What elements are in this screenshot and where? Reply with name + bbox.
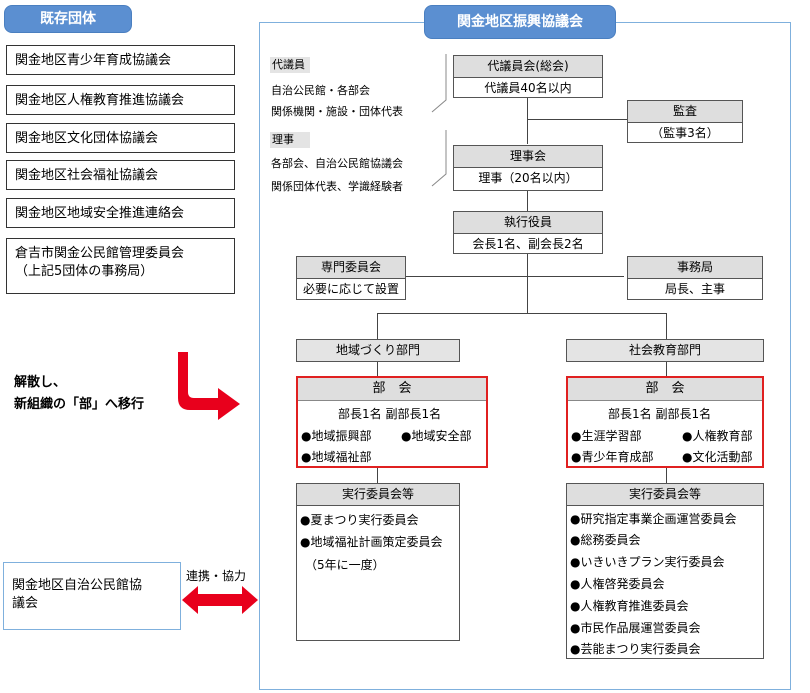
org-kominkan-committee-line2: （上記5団体の事務局） [15,264,154,279]
dissolve-text: 解散し、 新組織の「部」へ移行 [14,372,144,416]
delegates-label: 代議員 [270,57,310,73]
community-bukai-item: ●地域振興部 [301,429,372,443]
org-welfare-council: 関金地区社会福祉協議会 [6,160,235,190]
kominkan-council-line2: 議会 [12,596,39,611]
audit-box: 監査 （監事3名） [627,100,743,143]
general-meeting-body: 代議員40名以内 [484,81,572,95]
kominkan-council-box: 関金地区自治公民館協 議会 [3,562,181,630]
org-human-rights-council: 関金地区人権教育推進協議会 [6,85,235,115]
education-exec-item: ●市民作品展運営委員会 [570,621,701,635]
education-dept-header: 社会教育部門 [566,339,764,362]
education-bukai-item: ●文化活動部 [682,450,753,464]
kominkan-council-line1: 関金地区自治公民館協 [12,578,143,593]
org-culture-council: 関金地区文化団体協議会 [6,123,235,153]
committee-box: 専門委員会 必要に応じて設置 [296,256,406,300]
community-exec-item: ●夏まつり実行委員会 [300,513,419,527]
community-bukai-item: ●地域安全部 [401,429,472,443]
education-bukai-box: 部 会 部長1名 副部長1名 ●生涯学習部 ●人権教育部 ●青少年育成部 ●文化… [566,376,764,468]
general-meeting-box: 代議員会(総会) 代議員40名以内 [453,55,603,98]
community-exec-item: ●地域福祉計画策定委員会 [300,535,443,549]
education-exec-item: ●人権教育推進委員会 [570,599,689,613]
main-title: 関金地区振興協議会 [424,5,616,39]
education-bukai-item: ●人権教育部 [682,429,753,443]
org-safety-council: 関金地区地域安全推進連絡会 [6,198,235,228]
education-bukai-item: ●生涯学習部 [571,429,642,443]
community-bukai-title: 部 会 [298,378,486,401]
executives-box: 執行役員 会長1名、副会長2名 [453,211,603,254]
secretariat-title: 事務局 [628,257,762,279]
education-exec-title: 実行委員会等 [567,484,763,506]
education-exec-item: ●研究指定事業企画運営委員会 [570,512,737,526]
community-exec-item: （5年に一度） [305,558,385,572]
general-meeting-title: 代議員会(総会) [454,56,602,78]
dissolve-text-line2: 新組織の「部」へ移行 [14,397,145,412]
community-exec-title: 実行委員会等 [297,484,459,506]
executives-title: 執行役員 [454,212,602,234]
existing-groups-header: 既存団体 [4,5,132,33]
migration-arrow-icon [178,352,240,420]
secretariat-body: 局長、主事 [664,282,725,296]
executives-body: 会長1名、副会長2名 [472,237,584,251]
education-exec-box: 実行委員会等 ●研究指定事業企画運営委員会 ●総務委員会 ●いきいきプラン実行委… [566,483,764,659]
org-youth-council: 関金地区青少年育成協議会 [6,45,235,75]
directors-line2: 関係団体代表、学識経験者 [271,180,403,193]
directors-line1: 各部会、自治公民館協議会 [271,157,403,170]
committee-body: 必要に応じて設置 [302,282,399,296]
community-dept-header: 地域づくり部門 [296,339,460,362]
education-exec-item: ●芸能まつり実行委員会 [570,642,701,656]
education-bukai-heads: 部長1名 副部長1名 [608,407,712,421]
community-exec-box: 実行委員会等 ●夏まつり実行委員会 ●地域福祉計画策定委員会 （5年に一度） [296,483,460,641]
directors-label: 理事 [270,132,310,148]
secretariat-box: 事務局 局長、主事 [627,256,763,300]
board-body: 理事（20名以内） [478,171,578,185]
cooperation-arrow-icon [182,586,258,614]
delegates-line2: 関係機関・施設・団体代表 [271,105,403,118]
audit-title: 監査 [628,101,742,123]
community-bukai-item: ●地域福祉部 [301,450,372,464]
audit-body: （監事3名） [651,126,719,140]
board-title: 理事会 [454,146,602,168]
education-exec-item: ●人権啓発委員会 [570,577,665,591]
committee-title: 専門委員会 [297,257,405,279]
community-bukai-box: 部 会 部長1名 副部長1名 ●地域振興部 ●地域安全部 ●地域福祉部 [296,376,488,468]
community-bukai-heads: 部長1名 副部長1名 [338,407,442,421]
education-exec-item: ●いきいきプラン実行委員会 [570,555,725,569]
dissolve-text-line1: 解散し、 [14,375,67,390]
note-brackets [431,54,447,187]
org-kominkan-committee: 倉吉市関金公民館管理委員会 （上記5団体の事務局） [6,238,235,294]
org-kominkan-committee-line1: 倉吉市関金公民館管理委員会 [15,246,185,261]
education-bukai-title: 部 会 [568,378,762,401]
cooperation-label: 連携・協力 [186,569,247,583]
board-box: 理事会 理事（20名以内） [453,145,603,191]
delegates-line1: 自治公民館・各部会 [271,84,370,97]
education-exec-item: ●総務委員会 [570,533,641,547]
education-bukai-item: ●青少年育成部 [571,450,654,464]
